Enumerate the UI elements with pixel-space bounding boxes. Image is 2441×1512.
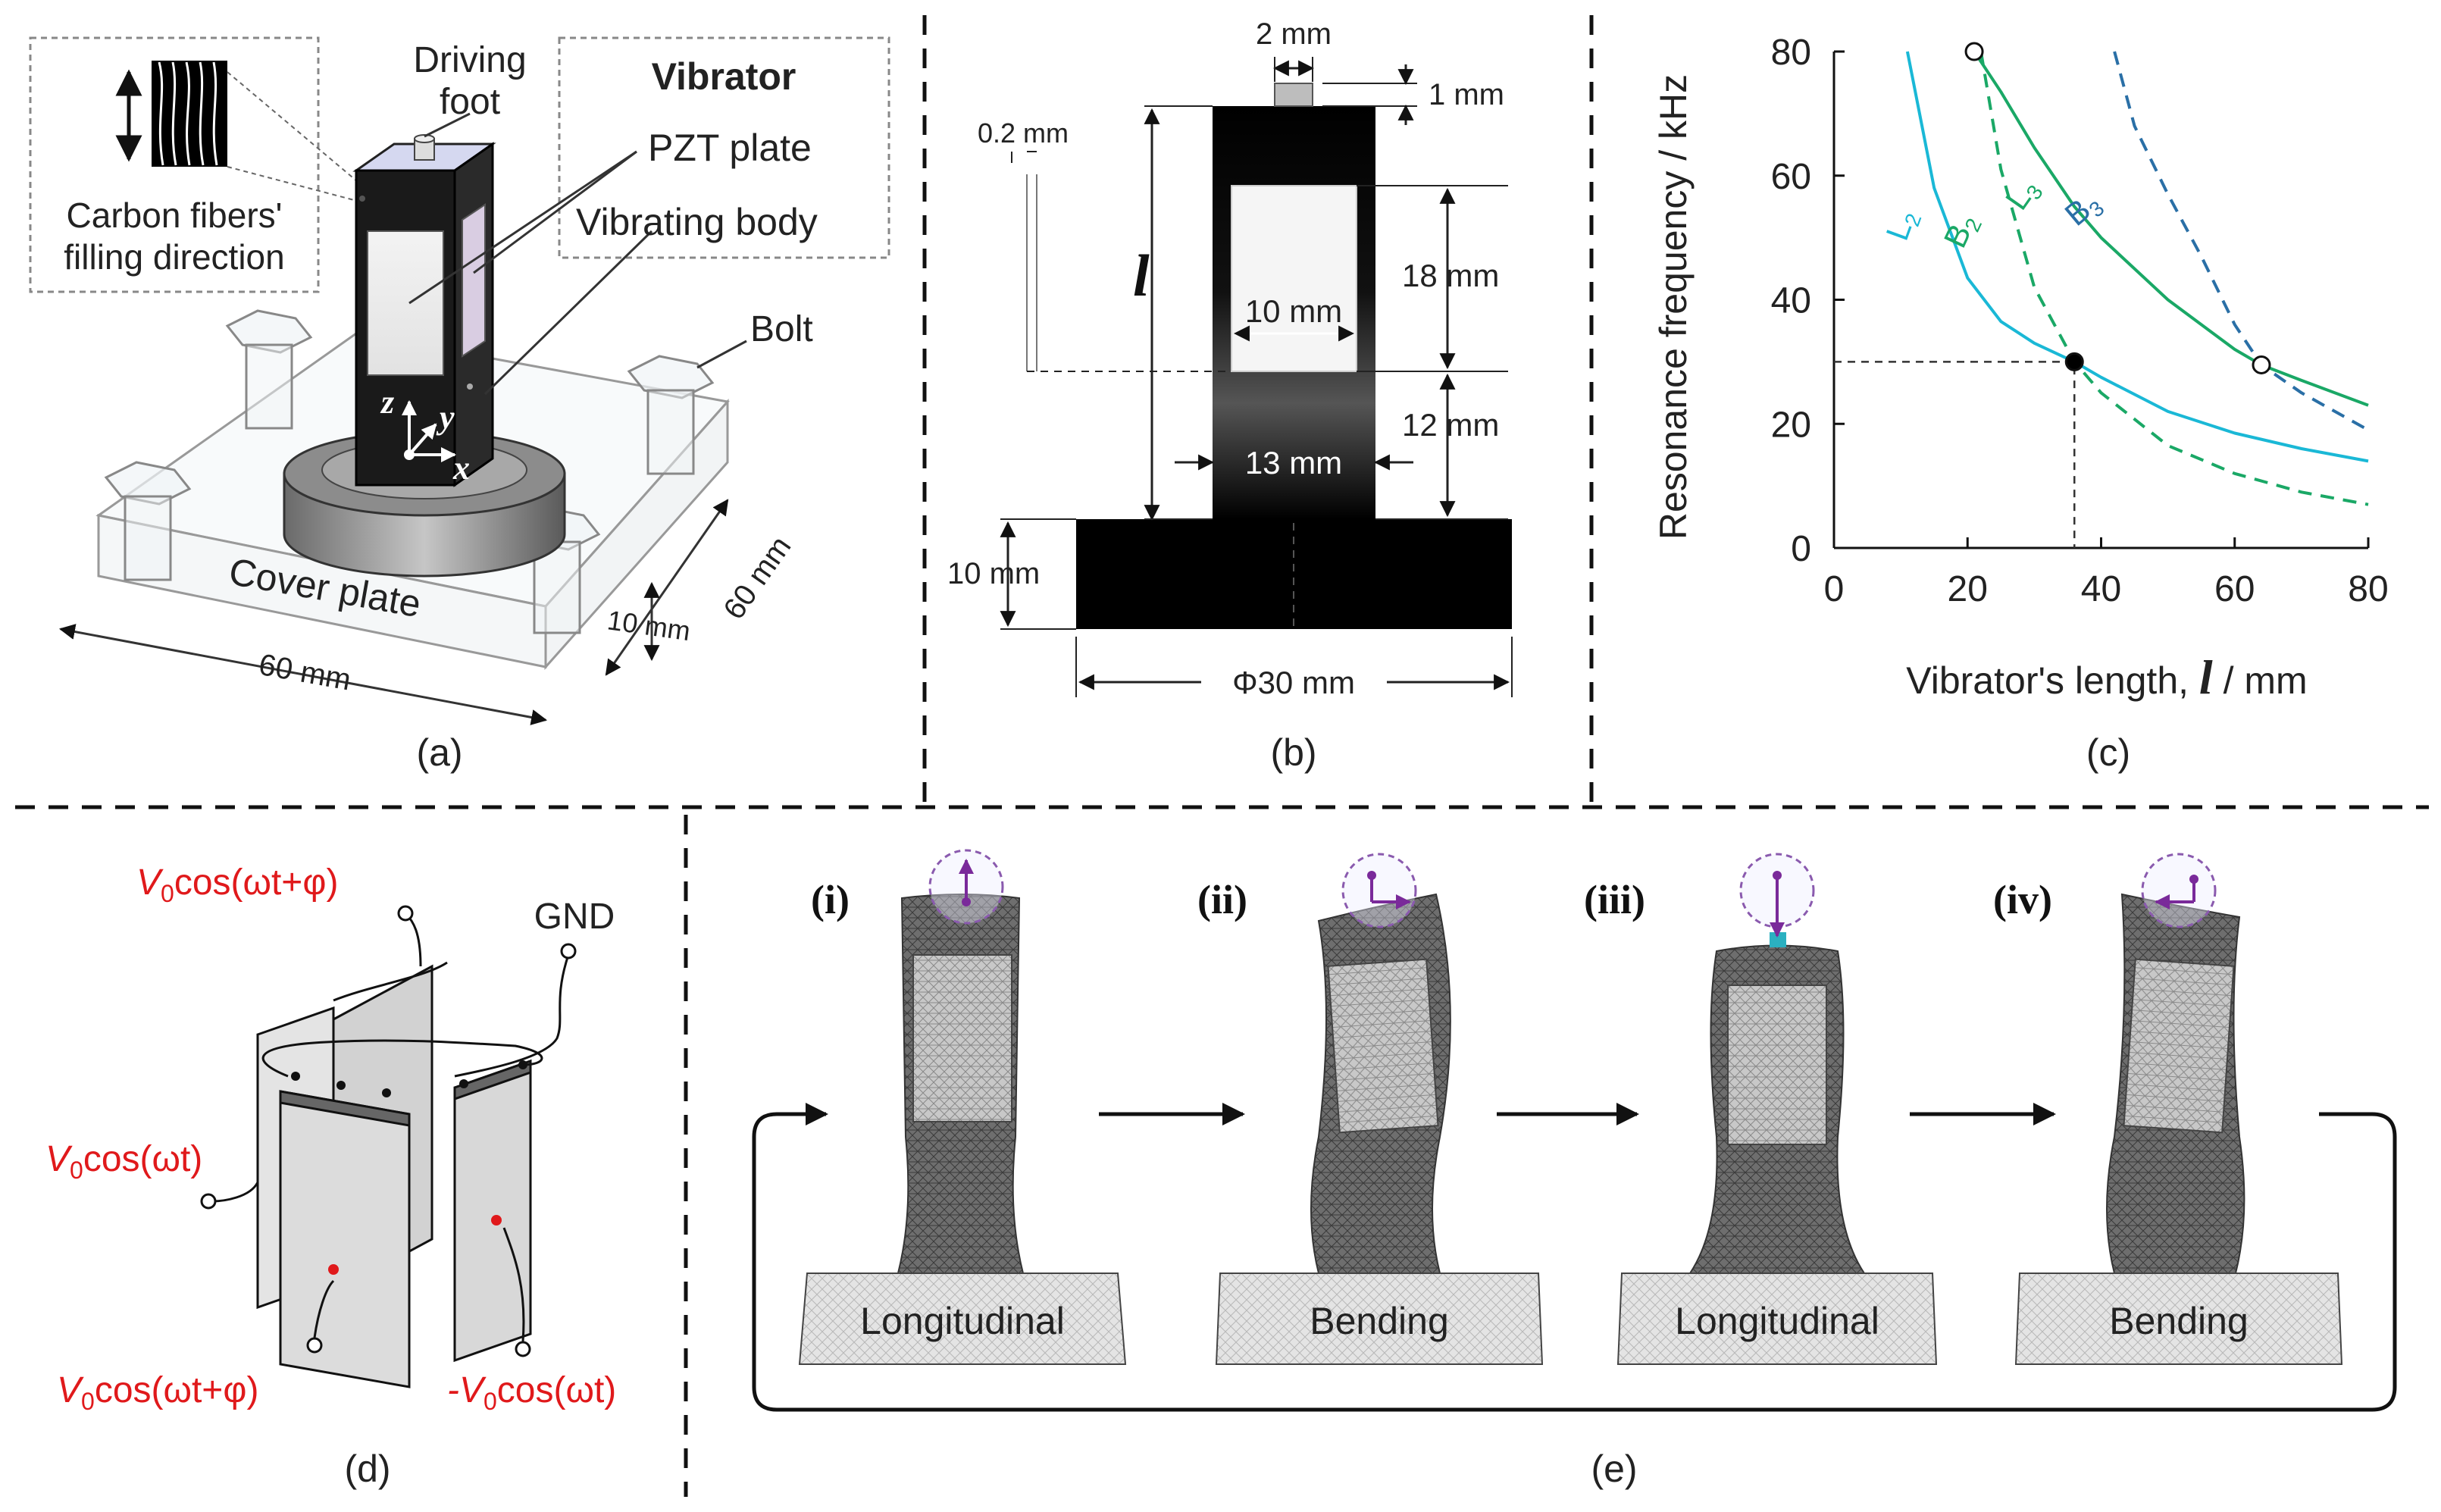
pzt-window bbox=[1231, 185, 1357, 372]
dim-10mm-width: 10 mm bbox=[1245, 293, 1342, 329]
y-tick-label: 60 bbox=[1771, 157, 1811, 197]
y-tick-label: 80 bbox=[1771, 33, 1811, 73]
data-point bbox=[2252, 355, 2271, 374]
dim-13mm: 13 mm bbox=[1245, 445, 1342, 481]
series-label-l3: L3 bbox=[1998, 171, 2048, 218]
axis-z-label: z bbox=[380, 383, 394, 421]
chart-ylabel: Resonance frequency / kHz bbox=[1652, 74, 1695, 540]
mode-shape-ii bbox=[1215, 853, 1544, 1365]
driving-foot-label-1: Driving bbox=[413, 40, 526, 80]
dim-l: l bbox=[1133, 243, 1150, 308]
signal-bottom-right-label: -V0cos(ωt) bbox=[447, 1370, 616, 1415]
dim-2mm: 2 mm bbox=[1256, 17, 1332, 51]
x-tick-label: 40 bbox=[2081, 569, 2121, 609]
dim-phi30mm: Φ30 mm bbox=[1232, 665, 1355, 700]
mode-shape-iv bbox=[2014, 853, 2343, 1365]
panel-d: GND V0cos(ωt+φ) V0cos(ωt) V0cos(ωt+φ) -V… bbox=[45, 862, 616, 1490]
panel-b: 2 mm 1 mm 0.2 mm l 18 mm 10 mm 12 mm 13 … bbox=[947, 17, 1513, 774]
x-tick-label: 60 bbox=[2214, 569, 2255, 609]
step-label-ii: (ii) bbox=[1197, 877, 1247, 922]
step-label-i: (i) bbox=[811, 877, 850, 922]
dim-60mm-side: 60 mm bbox=[717, 531, 797, 625]
vibrator-body: z y x bbox=[352, 134, 496, 487]
chart-xlabel: Vibrator's length, l / mm bbox=[1906, 650, 2307, 704]
x-tick-label: 80 bbox=[2348, 569, 2388, 609]
panel-label-d: (d) bbox=[344, 1448, 390, 1490]
panel-e: (i) (ii) (iii) (iv) Longitudinal Bending… bbox=[752, 849, 2397, 1490]
dim-10mm: 10 mm bbox=[606, 604, 693, 646]
bolt-icon bbox=[104, 309, 715, 634]
fiber-callout-box bbox=[29, 36, 320, 293]
vibrating-body-label: Vibrating body bbox=[576, 201, 818, 243]
y-tick-label: 20 bbox=[1771, 405, 1811, 445]
dimension-lines bbox=[1000, 57, 1513, 697]
dim-18mm: 18 mm bbox=[1402, 258, 1499, 293]
mode-label-1: Longitudinal bbox=[860, 1300, 1065, 1342]
dim-60mm-front: 60 mm bbox=[256, 648, 353, 697]
cycle-loop bbox=[752, 1103, 2397, 1412]
pzt-plate-label: PZT plate bbox=[648, 127, 812, 169]
vibrator-callout-box bbox=[558, 36, 890, 259]
dim-0.2mm: 0.2 mm bbox=[978, 117, 1069, 149]
driving-foot-tip bbox=[1274, 83, 1313, 107]
y-tick-label: 40 bbox=[1771, 281, 1811, 321]
wires bbox=[211, 912, 570, 1342]
series-label-l2: L2 bbox=[1879, 205, 1926, 246]
fiber-label-1: Carbon fibers' bbox=[67, 196, 283, 235]
gnd-label: GND bbox=[534, 897, 615, 937]
vibrator-label: Vibrator bbox=[652, 55, 796, 98]
mode-label-3: Longitudinal bbox=[1675, 1300, 1879, 1342]
bolt-label: Bolt bbox=[750, 309, 813, 349]
panel-dividers bbox=[15, 15, 2429, 1497]
panel-label-b: (b) bbox=[1270, 731, 1316, 774]
dim-12mm: 12 mm bbox=[1402, 407, 1499, 443]
driving-foot bbox=[414, 134, 435, 161]
series-line-b3 bbox=[2113, 51, 2369, 432]
y-tick-label: 0 bbox=[1791, 529, 1811, 569]
coordinate-axes bbox=[402, 400, 456, 462]
panel-label-a: (a) bbox=[416, 731, 462, 774]
signal-left-label: V0cos(ωt) bbox=[45, 1139, 202, 1184]
mode-shape-iii bbox=[1616, 853, 1938, 1365]
vibrator-flange bbox=[1076, 519, 1512, 629]
pzt-plate-side bbox=[462, 203, 486, 358]
axis-y-label: y bbox=[436, 399, 455, 436]
pzt-plate-front bbox=[367, 230, 444, 376]
dim-1mm: 1 mm bbox=[1429, 78, 1504, 111]
signal-bottom-left-label: V0cos(ωt+φ) bbox=[57, 1370, 258, 1415]
axis-x-label: x bbox=[452, 449, 470, 487]
terminals bbox=[200, 905, 577, 1357]
fiber-label-2: filling direction bbox=[64, 237, 284, 277]
series-line-b2 bbox=[1979, 51, 2369, 506]
mode-label-2: Bending bbox=[1310, 1300, 1449, 1342]
step-label-iii: (iii) bbox=[1584, 877, 1645, 922]
pzt-plates bbox=[256, 964, 532, 1388]
mode-shape-i bbox=[798, 849, 1127, 1365]
series-line-l3 bbox=[1973, 50, 2369, 407]
data-point bbox=[1964, 42, 1984, 61]
guide-line bbox=[1834, 361, 2076, 548]
driving-foot-label-2: foot bbox=[440, 82, 500, 122]
data-point bbox=[2064, 352, 2084, 371]
x-tick-label: 20 bbox=[1948, 569, 1988, 609]
panel-label-c: (c) bbox=[2086, 731, 2130, 774]
x-tick-label: 0 bbox=[1824, 569, 1845, 609]
mode-label-4: Bending bbox=[2109, 1300, 2249, 1342]
signal-top-label: V0cos(ωt+φ) bbox=[136, 862, 338, 907]
fiber-texture bbox=[152, 61, 227, 167]
series-line-l2 bbox=[1905, 51, 2369, 463]
panel-label-e: (e) bbox=[1591, 1448, 1637, 1490]
panel-a: Carbon fibers' filling direction Bolt bbox=[29, 36, 890, 774]
leader-lines bbox=[408, 112, 653, 396]
pzt-thin-view bbox=[1026, 174, 1037, 371]
step-label-iv: (iv) bbox=[1993, 877, 2052, 922]
dim-10mm-height: 10 mm bbox=[947, 557, 1040, 590]
